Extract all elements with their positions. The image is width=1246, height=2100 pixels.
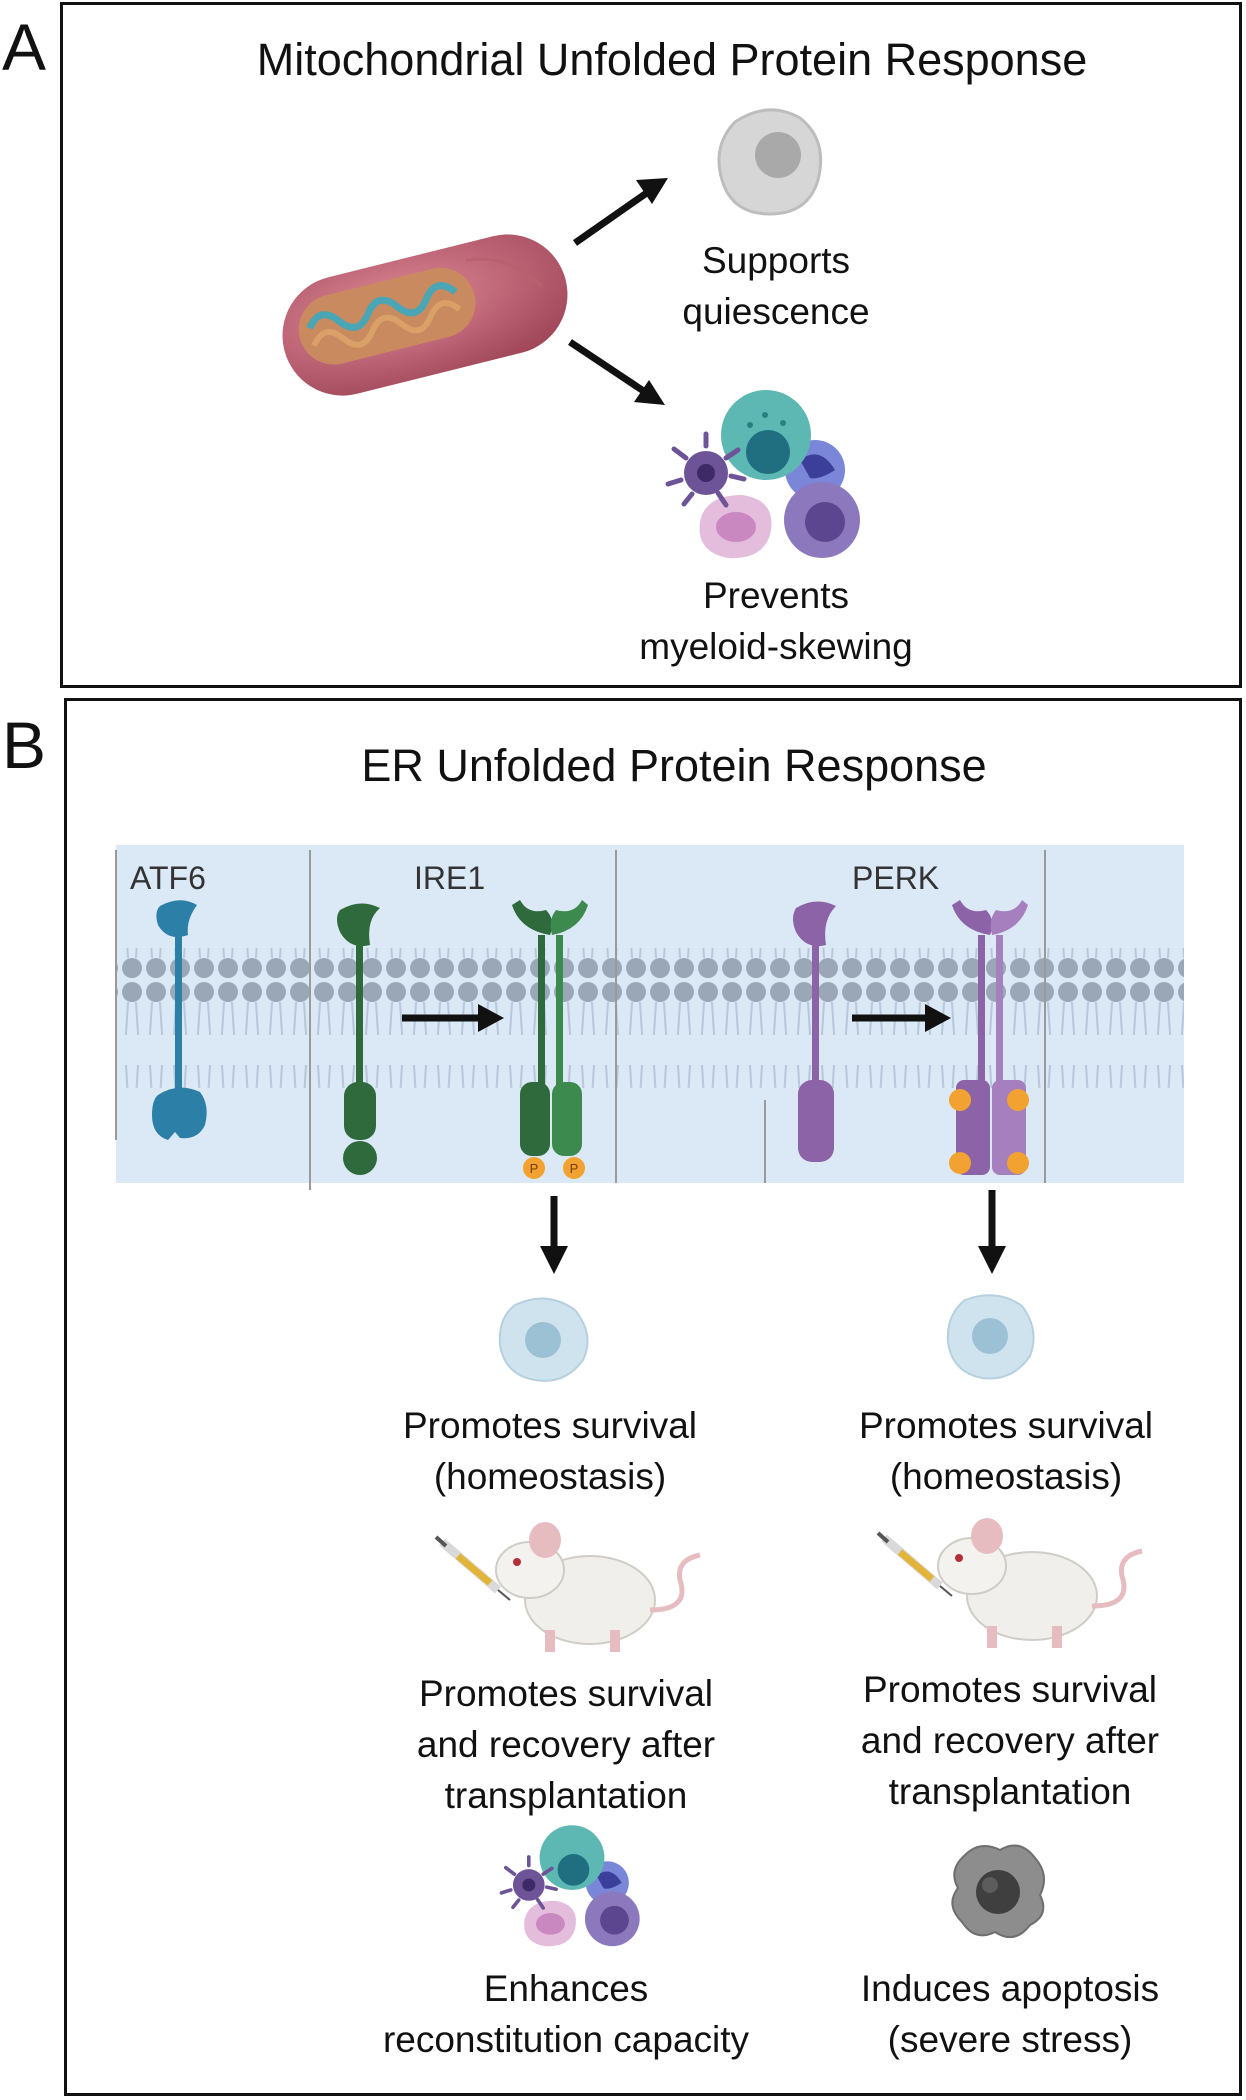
perk-downstream-arrow [978, 1190, 1006, 1274]
prevents-myeloid-skewing-label: Prevents myeloid-skewing [639, 575, 913, 667]
perk-transplant-label: Promotes survival and recovery after tra… [860, 1669, 1160, 1812]
perk-activation-arrow [852, 1004, 951, 1032]
ire1-downstream-arrow [540, 1196, 568, 1274]
phospho-mark: P [530, 1161, 539, 1176]
hsc-cell-icon [946, 1294, 1035, 1380]
perk-homeostasis-label: Promotes survival (homeostasis) [858, 1405, 1154, 1497]
apoptotic-cell-icon [951, 1844, 1045, 1939]
mouse-icon [434, 1522, 701, 1652]
mitochondrion-icon [282, 234, 568, 396]
perk-dimer [949, 900, 1029, 1175]
ire1-homeostasis-label: Promotes survival (homeostasis) [402, 1405, 698, 1497]
arrow-to-quiescence [572, 178, 668, 246]
syringe-icon [434, 1535, 511, 1601]
syringe-icon [876, 1531, 953, 1597]
ire1-reconstitution-label: Enhances reconstitution capacity [382, 1968, 750, 2060]
ire1-activation-arrow [402, 1004, 504, 1032]
ire1-dimer: P P [512, 900, 588, 1179]
quiescent-cell-icon [717, 108, 823, 216]
myeloid-cells-icon [665, 390, 860, 559]
panel-b-title: ER Unfolded Protein Response [361, 740, 987, 791]
perk-monomer [793, 901, 836, 1162]
phospho-mark: P [570, 1161, 579, 1176]
perk-apoptosis-label: Induces apoptosis (severe stress) [860, 1968, 1160, 2060]
perk-label: PERK [852, 860, 940, 896]
atf6-protein [152, 900, 207, 1140]
er-membrane [115, 845, 1184, 1190]
mouse-icon [876, 1518, 1143, 1648]
arrow-to-myeloid [568, 339, 665, 405]
hsc-cell-icon [498, 1297, 589, 1382]
myeloid-cells-icon [499, 1825, 640, 1947]
atf6-label: ATF6 [130, 860, 206, 896]
panel-a-letter: A [2, 10, 47, 84]
ire1-transplant-label: Promotes survival and recovery after tra… [416, 1673, 716, 1816]
panel-b-letter: B [2, 708, 47, 782]
ire1-label: IRE1 [414, 860, 486, 896]
ire1-monomer [337, 903, 380, 1175]
panel-a-title: Mitochondrial Unfolded Protein Response [256, 34, 1088, 85]
panel-a [60, 2, 1242, 688]
supports-quiescence-label: Supports quiescence [682, 240, 870, 332]
